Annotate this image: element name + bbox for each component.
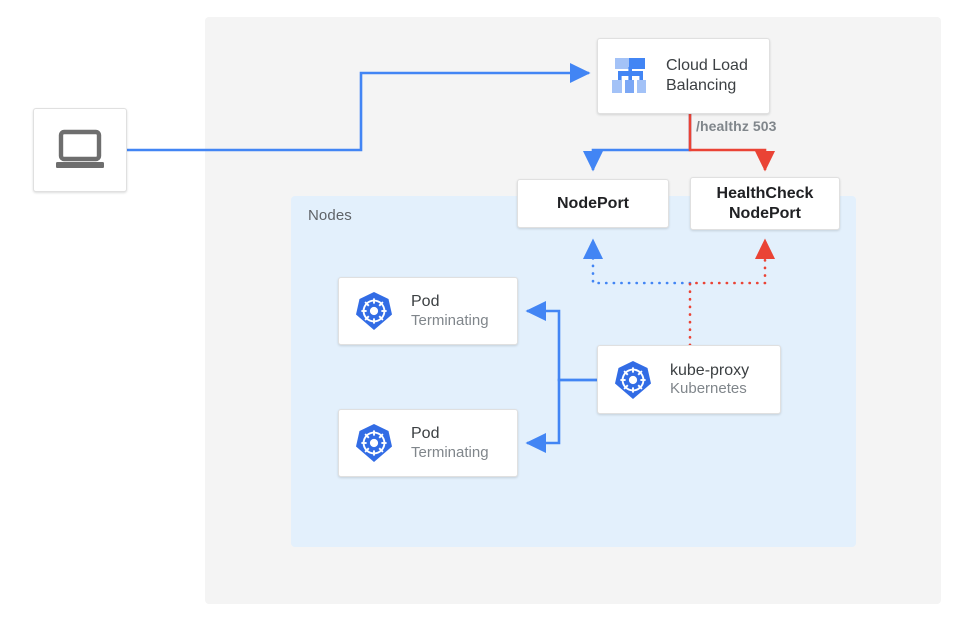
nodeport-node[interactable]: NodePort: [517, 179, 669, 228]
healthcheck-nodeport-label-line1: HealthCheck: [716, 184, 814, 202]
kubernetes-icon: [615, 360, 651, 399]
pod-1-title: Pod: [411, 293, 440, 311]
kubernetes-icon: [356, 424, 392, 462]
pod-1-status: Terminating: [411, 311, 489, 329]
cloud-load-balancing-title: Cloud Load: [666, 57, 748, 75]
cloud-load-balancing-text: Cloud Load Balancing: [666, 56, 748, 95]
pod-node-1[interactable]: Pod Terminating: [338, 277, 518, 345]
healthcheck-nodeport-label: HealthCheck NodePort: [717, 184, 814, 224]
pod-2-text: Pod Terminating: [411, 424, 489, 462]
pod-node-2[interactable]: Pod Terminating: [338, 409, 518, 477]
cloud-load-balancing-node[interactable]: Cloud Load Balancing: [597, 38, 770, 114]
pod-2-title: Pod: [411, 425, 440, 443]
laptop-icon: [56, 129, 104, 168]
kubernetes-icon: [356, 292, 392, 330]
cloud-load-balancing-title-line2: Balancing: [666, 77, 737, 94]
cloud-load-balancing-icon: [612, 58, 646, 93]
pod-1-text: Pod Terminating: [411, 292, 489, 330]
client-node[interactable]: [33, 108, 127, 192]
kube-proxy-title: kube-proxy: [670, 361, 750, 379]
kube-proxy-subtitle: Kubernetes: [670, 380, 747, 398]
kube-proxy-node[interactable]: kube-proxy Kubernetes: [597, 345, 781, 414]
kube-proxy-text: kube-proxy Kubernetes: [670, 361, 749, 399]
healthcheck-nodeport-node[interactable]: HealthCheck NodePort: [690, 177, 840, 230]
nodes-panel-label: Nodes: [308, 207, 352, 224]
nodeport-label: NodePort: [557, 194, 629, 212]
healthcheck-nodeport-label-line2: NodePort: [728, 204, 801, 222]
healthz-edge-label: /healthz 503: [696, 118, 777, 134]
pod-2-status: Terminating: [411, 443, 489, 461]
